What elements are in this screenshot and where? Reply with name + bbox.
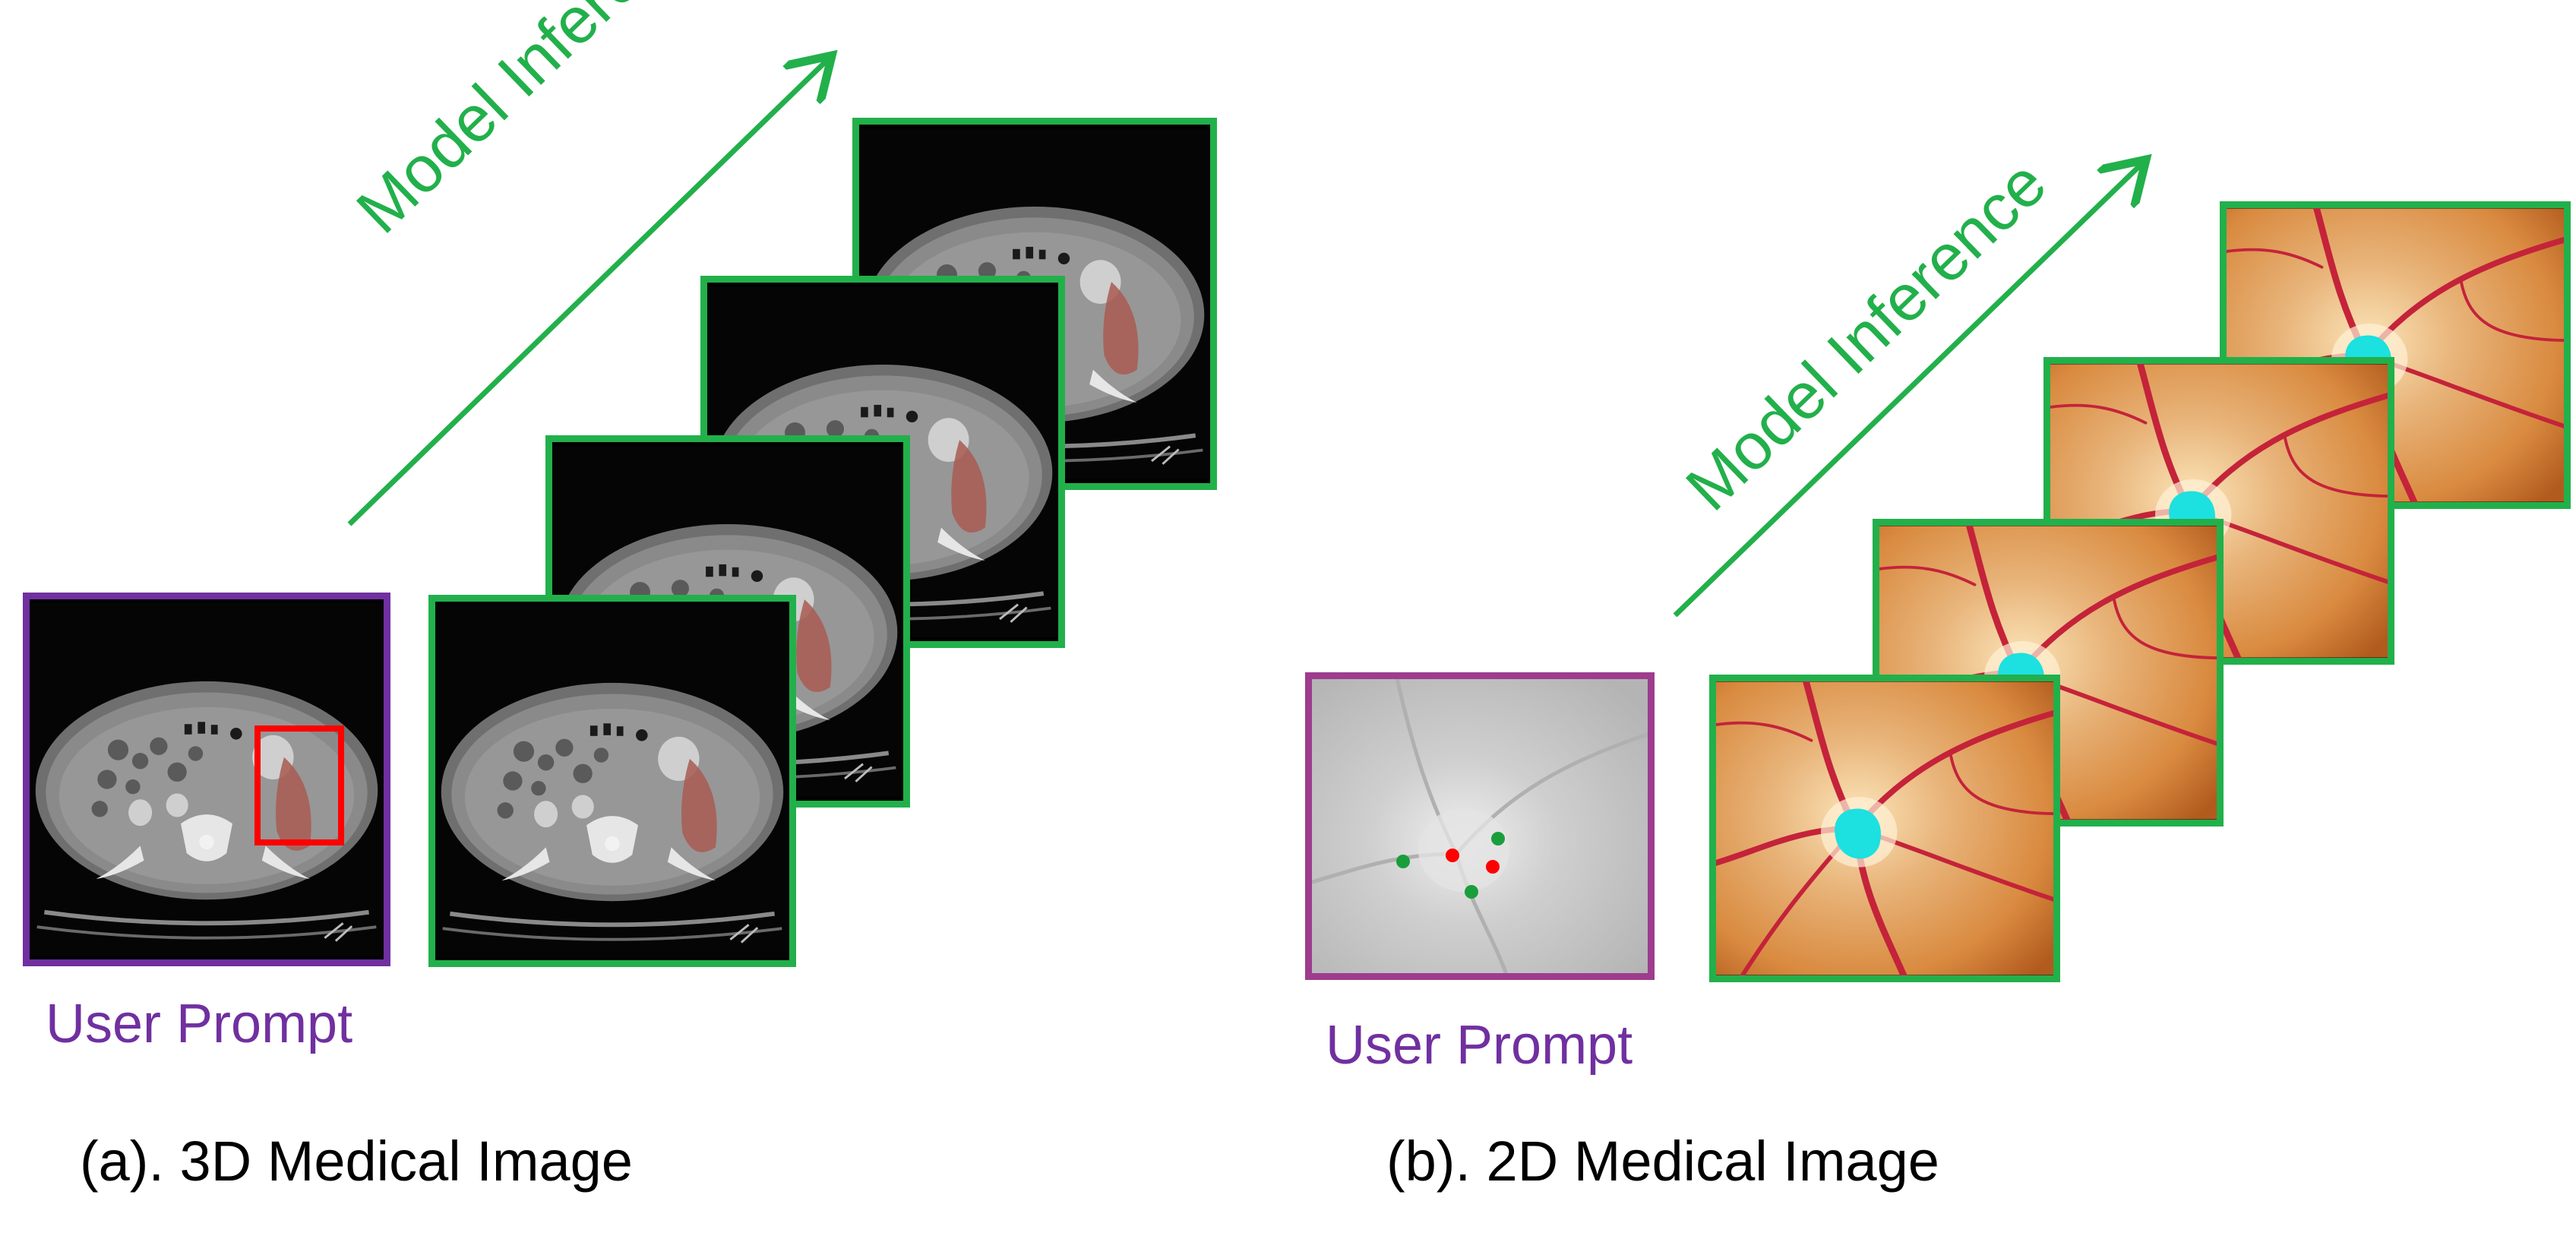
ct-user-prompt-image <box>23 593 390 966</box>
caption-a: (a). 3D Medical Image <box>80 1130 633 1193</box>
positive-point-3 <box>1465 885 1478 899</box>
caption-b: (b). 2D Medical Image <box>1386 1130 1939 1193</box>
negative-point-1 <box>1446 849 1459 862</box>
user-prompt-label-a: User Prompt <box>46 994 353 1054</box>
negative-point-2 <box>1486 860 1500 874</box>
fundus-result-4 <box>2220 201 2571 509</box>
user-prompt-label-b: User Prompt <box>1326 1015 1633 1076</box>
fundus-user-prompt-image <box>1305 672 1655 980</box>
ct-result-slice-1 <box>428 595 796 967</box>
fundus-result-1 <box>1709 675 2060 982</box>
positive-point-2 <box>1491 832 1505 845</box>
positive-point-1 <box>1396 855 1410 868</box>
inference-label-a: Model Inference <box>343 0 731 248</box>
bbox-prompt <box>254 725 344 845</box>
inference-label-b: Model Inference <box>1672 147 2060 525</box>
